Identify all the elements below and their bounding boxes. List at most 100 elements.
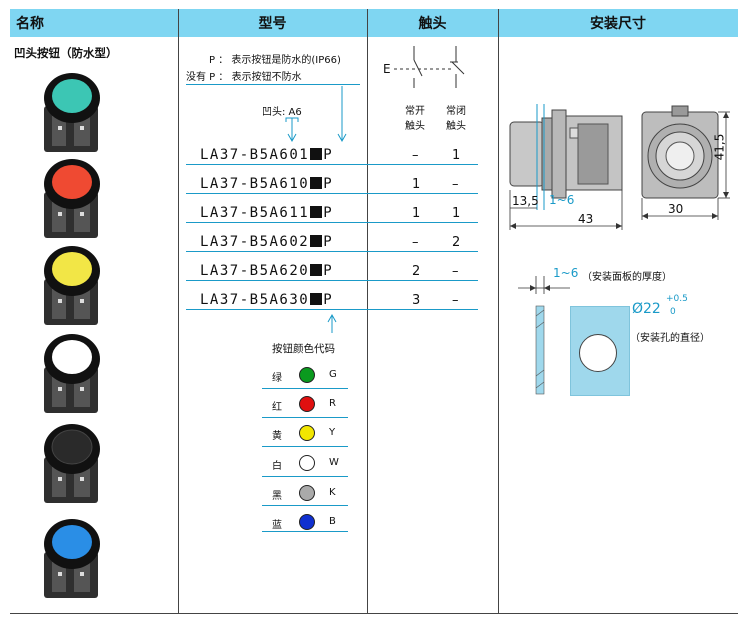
model-suffix: P — [323, 176, 334, 192]
color-dot — [299, 425, 315, 441]
button-cap-white — [52, 340, 92, 374]
dim-41-5: 41,5 — [712, 133, 727, 161]
header-name-label: 名称 — [16, 16, 44, 32]
button-image-blue — [44, 519, 100, 598]
color-code: W — [329, 457, 339, 468]
row-underline — [186, 193, 478, 194]
model-suffix: P — [323, 205, 334, 221]
model-row: LA37-B5A630 P — [200, 292, 333, 308]
model-row: LA37-B5A602 P — [200, 234, 333, 250]
model-prefix: LA37-B5A601 — [200, 147, 310, 163]
color-name: 白 — [272, 461, 282, 472]
placeholder-square — [310, 235, 323, 247]
panel-thickness-note: （安装面板的厚度） — [582, 272, 672, 283]
header-dimensions: 安装尺寸 — [498, 9, 738, 37]
button-image-red — [44, 159, 100, 238]
color-code: Y — [329, 427, 336, 438]
model-prefix: LA37-B5A602 — [200, 234, 310, 250]
dim-30: 30 — [668, 202, 684, 216]
column-divider-1 — [178, 9, 179, 613]
button-cap-green — [52, 79, 92, 113]
row-underline — [186, 280, 478, 281]
recess-label: 凹头: A6 — [262, 107, 302, 118]
color-dot — [299, 396, 315, 412]
header-contact: 触头 — [367, 9, 498, 37]
model-prefix: LA37-B5A610 — [200, 176, 310, 192]
pointer-arrows — [285, 86, 347, 143]
button-cap-yellow — [52, 252, 92, 286]
button-image-white — [44, 334, 100, 413]
color-row-underline — [262, 531, 348, 532]
nc-count: 2 — [452, 235, 461, 250]
model-row: LA37-B5A610 P — [200, 176, 333, 192]
placeholder-square — [310, 264, 323, 276]
color-code: B — [329, 516, 336, 527]
hole-note: （安装孔的直径） — [630, 333, 710, 344]
note-no-p: 没有 P ： 表示按钮不防水 — [186, 72, 302, 83]
color-row-underline — [262, 446, 348, 447]
placeholder-square — [310, 206, 323, 218]
side-view-drawing — [509, 104, 623, 230]
button-image-green — [44, 73, 100, 152]
header-model-label: 型号 — [258, 16, 287, 32]
color-name: 黑 — [272, 491, 282, 502]
color-code-arrow — [327, 314, 337, 333]
no-count: – — [412, 235, 419, 250]
note-underline — [186, 84, 360, 85]
nc-contact-label-2: 触头 — [446, 121, 466, 132]
color-row-underline — [262, 417, 348, 418]
color-dot — [299, 455, 315, 471]
no-contact-label-1: 常开 — [405, 106, 425, 117]
product-name: 凹头按钮（防水型） — [14, 46, 118, 60]
color-name: 蓝 — [272, 520, 282, 531]
model-prefix: LA37-B5A630 — [200, 292, 310, 308]
button-image-black — [44, 424, 100, 503]
hole-tolerance-upper: +0.5 — [666, 294, 688, 304]
color-dot — [299, 514, 315, 530]
row-underline — [186, 164, 478, 165]
nc-count: – — [452, 177, 459, 192]
hole-diameter: Ø22 — [632, 301, 661, 317]
color-code: R — [329, 398, 336, 409]
no-count: 3 — [412, 293, 421, 308]
button-cap-black — [51, 429, 93, 465]
placeholder-square — [310, 148, 323, 160]
color-code-title: 按钮颜色代码 — [272, 343, 335, 355]
header-dimensions-label: 安装尺寸 — [590, 16, 646, 32]
color-row-underline — [262, 388, 348, 389]
column-divider-2 — [367, 9, 368, 613]
nc-count: 1 — [452, 206, 461, 221]
placeholder-square — [310, 293, 323, 305]
model-suffix: P — [323, 147, 334, 163]
nc-count: – — [452, 293, 459, 308]
panel-thickness-drawing — [518, 276, 570, 395]
model-suffix: P — [323, 292, 334, 308]
header-contact-label: 触头 — [418, 16, 447, 32]
nc-contact-label-1: 常闭 — [446, 106, 466, 117]
model-suffix: P — [323, 234, 334, 250]
placeholder-square — [310, 177, 323, 189]
contact-symbol-icon — [394, 46, 465, 88]
model-row: LA37-B5A601 P — [200, 147, 333, 163]
no-contact-label-2: 触头 — [405, 121, 425, 132]
note-p: P ： 表示按钮是防水的(IP66) — [209, 55, 341, 66]
nc-count: 1 — [452, 148, 461, 163]
dim-43: 43 — [578, 212, 594, 226]
hole-tolerance-lower: 0 — [670, 307, 676, 317]
row-underline — [186, 309, 478, 310]
mounting-hole — [579, 334, 617, 372]
color-row-underline — [262, 505, 348, 506]
no-count: 1 — [412, 177, 421, 192]
color-name: 绿 — [272, 373, 282, 384]
color-row-underline — [262, 476, 348, 477]
contact-symbol-e: E — [383, 62, 391, 76]
model-suffix: P — [323, 263, 334, 279]
dim-1-6-side: 1~6 — [549, 193, 575, 207]
header-name: 名称 — [10, 9, 178, 37]
color-dot — [299, 367, 315, 383]
table-bottom-border — [10, 613, 738, 614]
front-view-drawing — [641, 105, 730, 220]
color-name: 红 — [272, 402, 282, 413]
